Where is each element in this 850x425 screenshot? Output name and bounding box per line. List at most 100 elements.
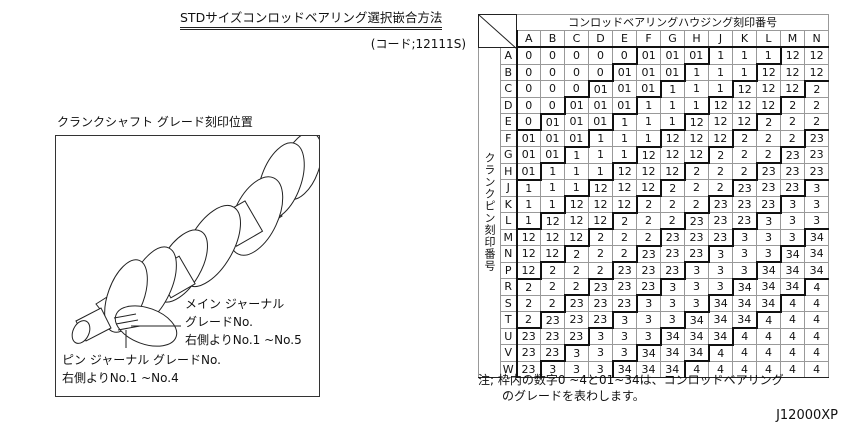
grade-cell: 2 bbox=[636, 195, 661, 213]
grade-cell: 34 bbox=[803, 228, 830, 246]
grade-cell: 2 bbox=[636, 228, 662, 247]
grade-cell: 4 bbox=[803, 311, 830, 329]
grade-cell: 1 bbox=[684, 96, 710, 115]
grade-cell: 12 bbox=[612, 162, 637, 180]
grade-cell: 12 bbox=[540, 228, 565, 246]
grade-cell: 3 bbox=[780, 195, 805, 213]
grade-cell: 01 bbox=[540, 113, 565, 131]
grade-cell: 23 bbox=[803, 146, 830, 164]
grade-cell: 2 bbox=[732, 162, 758, 181]
grade-cell: 3 bbox=[803, 212, 830, 230]
grade-cell: 34 bbox=[732, 311, 758, 329]
grade-cell: 01 bbox=[540, 129, 565, 147]
row-label: T bbox=[500, 311, 517, 329]
grade-cell: 2 bbox=[564, 261, 589, 279]
note-line-2: のグレードを表わします。 bbox=[478, 389, 645, 403]
grade-cell: 2 bbox=[540, 294, 566, 313]
grade-cell: 1 bbox=[612, 113, 637, 131]
grade-cell: 2 bbox=[660, 179, 685, 197]
grade-cell: 34 bbox=[660, 360, 686, 378]
grade-cell: 1 bbox=[564, 162, 589, 180]
grade-cell: 2 bbox=[515, 311, 542, 329]
grade-cell: 01 bbox=[636, 80, 662, 98]
grade-cell: 2 bbox=[612, 245, 638, 263]
grade-cell: 23 bbox=[756, 179, 781, 197]
grade-cell: 3 bbox=[636, 327, 662, 346]
note-line-1: 注; 枠内の数字0 ~4と01~34は、コンロッドベアリング bbox=[478, 373, 784, 387]
grade-cell: 0 bbox=[612, 46, 638, 65]
grade-cell: 3 bbox=[708, 261, 733, 279]
grade-cell: 23 bbox=[684, 228, 709, 246]
grade-cell: 1 bbox=[732, 63, 758, 82]
grade-cell: 2 bbox=[684, 162, 709, 180]
grade-cell: 3 bbox=[732, 228, 757, 246]
grade-cell: 12 bbox=[515, 245, 541, 263]
grade-cell: 2 bbox=[515, 278, 541, 296]
grade-cell: 3 bbox=[708, 245, 733, 263]
column-label: B bbox=[540, 30, 565, 48]
grade-cell: 34 bbox=[732, 294, 757, 312]
row-label: K bbox=[500, 195, 517, 213]
grade-cell: 2 bbox=[780, 129, 806, 148]
grade-cell: 12 bbox=[732, 113, 758, 131]
grade-cell: 12 bbox=[780, 63, 805, 81]
grade-cell: 23 bbox=[708, 212, 733, 230]
grade-cell: 23 bbox=[660, 245, 685, 263]
grade-cell: 34 bbox=[684, 344, 710, 362]
grade-cell: 1 bbox=[708, 46, 733, 65]
grade-cell: 01 bbox=[612, 96, 638, 115]
grade-cell: 1 bbox=[588, 146, 613, 164]
grade-cell: 1 bbox=[540, 195, 566, 214]
grade-cell: 2 bbox=[803, 96, 830, 114]
grade-cell: 23 bbox=[636, 261, 661, 279]
row-label: R bbox=[500, 278, 517, 296]
grade-cell: 1 bbox=[515, 179, 541, 197]
grade-cell: 1 bbox=[660, 80, 685, 98]
grade-cell: 01 bbox=[660, 46, 685, 65]
grade-cell: 23 bbox=[756, 162, 781, 180]
grade-cell: 4 bbox=[708, 344, 733, 362]
column-label: M bbox=[780, 30, 805, 48]
grade-cell: 23 bbox=[803, 162, 830, 181]
grade-cell: 01 bbox=[515, 146, 541, 164]
row-label: E bbox=[500, 113, 517, 131]
main-journal-label-1: メイン ジャーナル bbox=[185, 297, 285, 311]
grade-cell: 12 bbox=[515, 261, 542, 280]
grade-cell: 0 bbox=[564, 80, 590, 98]
grade-cell: 3 bbox=[660, 294, 685, 312]
grade-cell: 12 bbox=[732, 96, 757, 114]
grade-cell: 0 bbox=[540, 96, 566, 115]
grade-cell: 4 bbox=[756, 311, 781, 329]
column-label: D bbox=[588, 30, 613, 48]
grade-cell: 12 bbox=[732, 80, 757, 98]
grade-cell: 12 bbox=[540, 245, 566, 263]
main-journal-label: メイン ジャーナル グレードNo. 右側よりNo.1 ~No.5 bbox=[185, 295, 302, 349]
diagonal-header-cell bbox=[478, 14, 517, 49]
grade-cell: 23 bbox=[780, 146, 805, 164]
column-label: C bbox=[564, 30, 589, 48]
grade-cell: 23 bbox=[636, 245, 661, 263]
grade-cell: 2 bbox=[636, 212, 661, 230]
grade-cell: 23 bbox=[564, 311, 589, 329]
grade-cell: 3 bbox=[684, 261, 709, 279]
grade-cell: 3 bbox=[684, 294, 710, 313]
grade-cell: 0 bbox=[515, 96, 541, 114]
grade-cell: 34 bbox=[660, 327, 685, 345]
grade-cell: 12 bbox=[660, 146, 685, 164]
grade-cell: 01 bbox=[588, 113, 614, 131]
grade-cell: 4 bbox=[732, 344, 757, 362]
grade-cell: 23 bbox=[515, 360, 542, 378]
column-header-title: コンロッドベアリングハウジング刻印番号 bbox=[515, 14, 830, 31]
grade-cell: 2 bbox=[588, 261, 614, 280]
pin-journal-label: ピン ジャーナル グレードNo. 右側よりNo.1 ~No.4 bbox=[62, 351, 221, 387]
grade-cell: 23 bbox=[756, 195, 782, 214]
row-label: M bbox=[500, 228, 517, 246]
